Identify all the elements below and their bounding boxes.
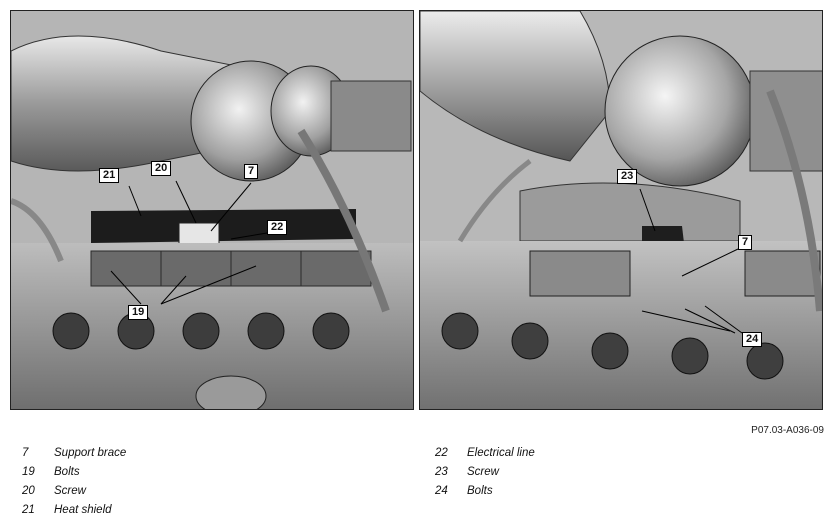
legend-text: Bolts [54, 465, 80, 478]
legend-item: 24 Bolts [435, 481, 535, 500]
callout-21: 21 [99, 168, 120, 183]
legend-number: 24 [435, 484, 448, 497]
legend-text: Screw [54, 484, 86, 497]
legend-item: 22 Electrical line [435, 443, 535, 462]
legend-left: 7 Support brace 19 Bolts 20 Screw 21 Hea… [22, 443, 126, 519]
callout-24: 24 [742, 332, 763, 347]
left-engine-illustration [11, 11, 413, 409]
legend-item: 20 Screw [22, 481, 126, 500]
legend-item: 23 Screw [435, 462, 535, 481]
legend-number: 7 [22, 446, 29, 459]
legend-text: Support brace [54, 446, 127, 459]
callout-23: 23 [617, 169, 638, 184]
legend-text: Screw [467, 465, 499, 478]
callout-19: 19 [128, 305, 149, 320]
callout-7: 7 [244, 164, 259, 179]
legend-item: 7 Support brace [22, 443, 126, 462]
legend-text: Heat shield [54, 503, 112, 516]
legend-right: 22 Electrical line 23 Screw 24 Bolts [435, 443, 535, 500]
callout-22: 22 [267, 220, 288, 235]
legend-text: Electrical line [467, 446, 535, 459]
right-engine-view: 23 7 24 [419, 10, 823, 410]
legend-item: 19 Bolts [22, 462, 126, 481]
callout-7-right: 7 [738, 235, 753, 250]
legend-number: 19 [22, 465, 35, 478]
figure-reference: P07.03-A036-09 [751, 425, 824, 436]
legend-item: 21 Heat shield [22, 500, 126, 519]
callout-20: 20 [151, 161, 172, 176]
legend-number: 21 [22, 503, 35, 516]
engine-figure: 21 20 7 22 19 [10, 10, 823, 410]
right-engine-illustration [420, 11, 822, 409]
legend-number: 23 [435, 465, 448, 478]
legend-number: 20 [22, 484, 35, 497]
legend-text: Bolts [467, 484, 493, 497]
left-engine-view: 21 20 7 22 19 [10, 10, 414, 410]
legend-number: 22 [435, 446, 448, 459]
